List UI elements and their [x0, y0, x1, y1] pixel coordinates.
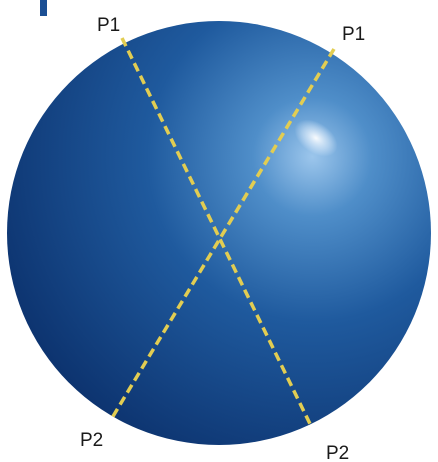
label-p2-right: P2: [326, 443, 349, 462]
label-p1-right: P1: [342, 24, 365, 45]
sphere: [7, 21, 431, 445]
dashed-line-p1-p2-left: [120, 37, 314, 429]
sphere-highlight: [294, 119, 338, 157]
label-p1-left: P1: [97, 15, 120, 36]
dashed-line-p1-p2-right: [110, 48, 336, 419]
accent-bar: [40, 0, 47, 16]
label-p2-left: P2: [80, 430, 103, 451]
